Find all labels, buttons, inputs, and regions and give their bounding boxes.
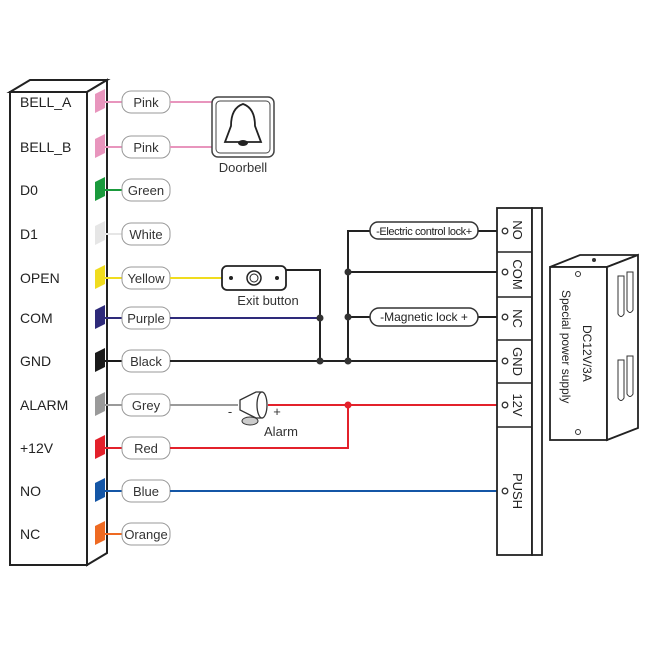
terminal-screw <box>501 268 509 276</box>
exit-button-label: Exit button <box>237 293 298 308</box>
pin-row-alarm: ALARM Grey <box>20 392 171 417</box>
wire-color-label: Green <box>128 183 164 198</box>
pin-label: D0 <box>20 182 38 198</box>
terminal-label-gnd: GND <box>510 347 525 376</box>
magnetic-lock: -Magnetic lock + <box>369 307 479 327</box>
pin-label: ALARM <box>20 397 68 413</box>
pin-label: BELL_B <box>20 139 71 155</box>
pin-row-bellb: BELL_B Pink <box>20 134 171 159</box>
magnetic-lock-label: -Magnetic lock + <box>380 310 468 324</box>
pin-row-no: NO Blue <box>20 478 171 503</box>
wire-color-label: Grey <box>132 398 161 413</box>
terminal-label-push: PUSH <box>510 473 525 509</box>
power-supply: DC12V/3A Special power supply <box>549 253 639 442</box>
doorbell-label: Doorbell <box>219 160 268 175</box>
terminal-screw <box>501 487 509 495</box>
wire-terminal <box>95 305 105 329</box>
terminal-label-com: COM <box>510 259 525 289</box>
wire-color-label: Yellow <box>127 271 165 286</box>
terminal-screw <box>501 357 509 365</box>
pin-row-bella: BELL_A Pink <box>20 89 171 114</box>
alarm: - + Alarm <box>228 391 298 439</box>
pin-row-open: OPEN Yellow <box>20 265 171 290</box>
pin-label: NO <box>20 483 41 499</box>
wire-terminal <box>95 478 105 502</box>
wire-color-label: Pink <box>133 95 159 110</box>
pin-label: OPEN <box>20 270 60 286</box>
terminal-label-12v: 12V <box>510 393 525 416</box>
power-rating: DC12V/3A <box>580 325 594 382</box>
wire-terminal <box>95 435 105 459</box>
pin-label: BELL_A <box>20 94 72 110</box>
terminal-label-nc: NC <box>510 309 525 328</box>
wire-color-label: Blue <box>133 484 159 499</box>
electric-lock-label: -Electric control lock+ <box>376 226 472 238</box>
alarm-minus: - <box>228 404 232 419</box>
electric-control-lock: -Electric control lock+ <box>369 221 479 240</box>
wire-terminal <box>95 221 105 245</box>
wire-color-label: Red <box>134 441 158 456</box>
wire-terminal <box>95 348 105 372</box>
pin-label: +12V <box>20 440 54 456</box>
wire-color-label: White <box>129 227 162 242</box>
wire-terminal <box>95 392 105 416</box>
exit-button: Exit button <box>221 265 299 308</box>
wire-color-label: Black <box>130 354 162 369</box>
pin-row-nc: NC Orange <box>20 521 171 546</box>
pin-label: D1 <box>20 226 38 242</box>
terminal-block: NO COM NC GND 12V PUSH <box>496 207 543 556</box>
pin-row-d0: D0 Green <box>20 177 171 202</box>
power-supply-name: Special power supply <box>559 290 573 403</box>
wire-color-label: Pink <box>133 140 159 155</box>
junction-dots <box>316 268 352 409</box>
terminal-screw <box>501 227 509 235</box>
wire-terminal <box>95 89 105 113</box>
pin-row-d1: D1 White <box>20 221 171 246</box>
wire-terminal <box>95 134 105 158</box>
wire-color-pill <box>121 178 171 202</box>
wire-color-pill <box>121 222 171 246</box>
terminal-screw <box>501 401 509 409</box>
doorbell: Doorbell <box>211 96 275 175</box>
alarm-plus: + <box>273 404 281 419</box>
wire-terminal <box>95 521 105 545</box>
terminal-screw <box>501 313 509 321</box>
wire-terminal <box>95 177 105 201</box>
pin-row-com: COM Purple <box>20 305 171 330</box>
pin-label: COM <box>20 310 53 326</box>
alarm-label: Alarm <box>264 424 298 439</box>
wires <box>170 101 497 492</box>
pin-label: NC <box>20 526 40 542</box>
wire-color-label: Purple <box>127 311 165 326</box>
pin-row-12v: +12V Red <box>20 435 171 460</box>
wire-color-label: Orange <box>124 527 167 542</box>
terminal-label-no: NO <box>510 220 525 240</box>
wire-terminal <box>95 265 105 289</box>
pin-label: GND <box>20 353 51 369</box>
wire-color-pill <box>121 522 171 546</box>
